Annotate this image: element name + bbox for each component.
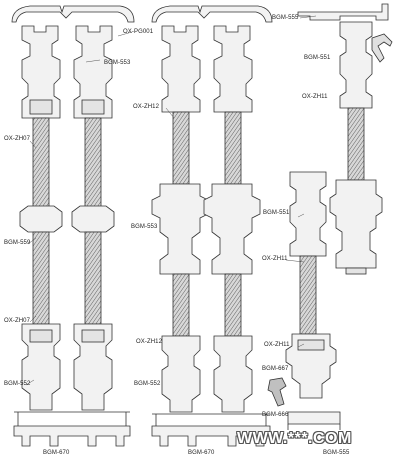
label-leaders bbox=[25, 15, 317, 386]
handle-bottom-c bbox=[267, 377, 287, 407]
label-c8: BGM-666 bbox=[262, 412, 289, 418]
bottom-track-c bbox=[287, 411, 341, 425]
top-frame-a bbox=[11, 5, 135, 23]
label-a3: OX-ZH07 bbox=[4, 136, 31, 142]
label-b4: BGM-552 bbox=[134, 381, 161, 387]
label-a6: BGM-552 bbox=[4, 381, 31, 387]
watermark: WWW.***.COM bbox=[237, 430, 352, 447]
sash-b-right bbox=[203, 25, 261, 413]
column-b-assembly bbox=[151, 5, 273, 447]
column-a-assembly bbox=[11, 5, 135, 447]
sash-c-lower bbox=[285, 171, 337, 399]
label-b1: OX-ZH12 bbox=[133, 104, 160, 110]
label-c1: BGM-555 bbox=[272, 15, 299, 21]
top-frame-b bbox=[151, 5, 273, 23]
label-c6: OX-ZH11 bbox=[264, 342, 290, 348]
label-c7: BGM-667 bbox=[262, 366, 289, 372]
label-c2: BGM-551 bbox=[304, 55, 331, 61]
top-track-c bbox=[297, 3, 389, 21]
bottom-track-a bbox=[13, 425, 131, 447]
label-c4: BGM-551 bbox=[263, 210, 290, 216]
label-c3: OX-ZH11 bbox=[302, 94, 328, 100]
label-a5: OX-ZH07 bbox=[4, 318, 31, 324]
label-a2: BGM-553 bbox=[104, 60, 131, 66]
label-a7: BGM-670 bbox=[43, 450, 70, 456]
sash-b-left bbox=[151, 25, 209, 413]
sash-a-right bbox=[71, 25, 115, 411]
label-b5: BGM-670 bbox=[188, 450, 215, 456]
label-a4: BGM-559 bbox=[4, 240, 31, 246]
sash-a-left bbox=[19, 25, 63, 411]
sash-c-upper bbox=[329, 21, 383, 275]
label-b2: BGM-553 bbox=[131, 224, 158, 230]
handle-top-c bbox=[371, 33, 393, 63]
label-c5: OX-ZH11 bbox=[262, 256, 288, 262]
label-a1: OX-PG001 bbox=[123, 29, 154, 35]
column-c-assembly bbox=[267, 3, 393, 430]
label-b3: OX-ZH12 bbox=[136, 339, 163, 345]
label-c9: BGM-555 bbox=[323, 450, 350, 456]
bottom-track-b bbox=[151, 425, 271, 447]
